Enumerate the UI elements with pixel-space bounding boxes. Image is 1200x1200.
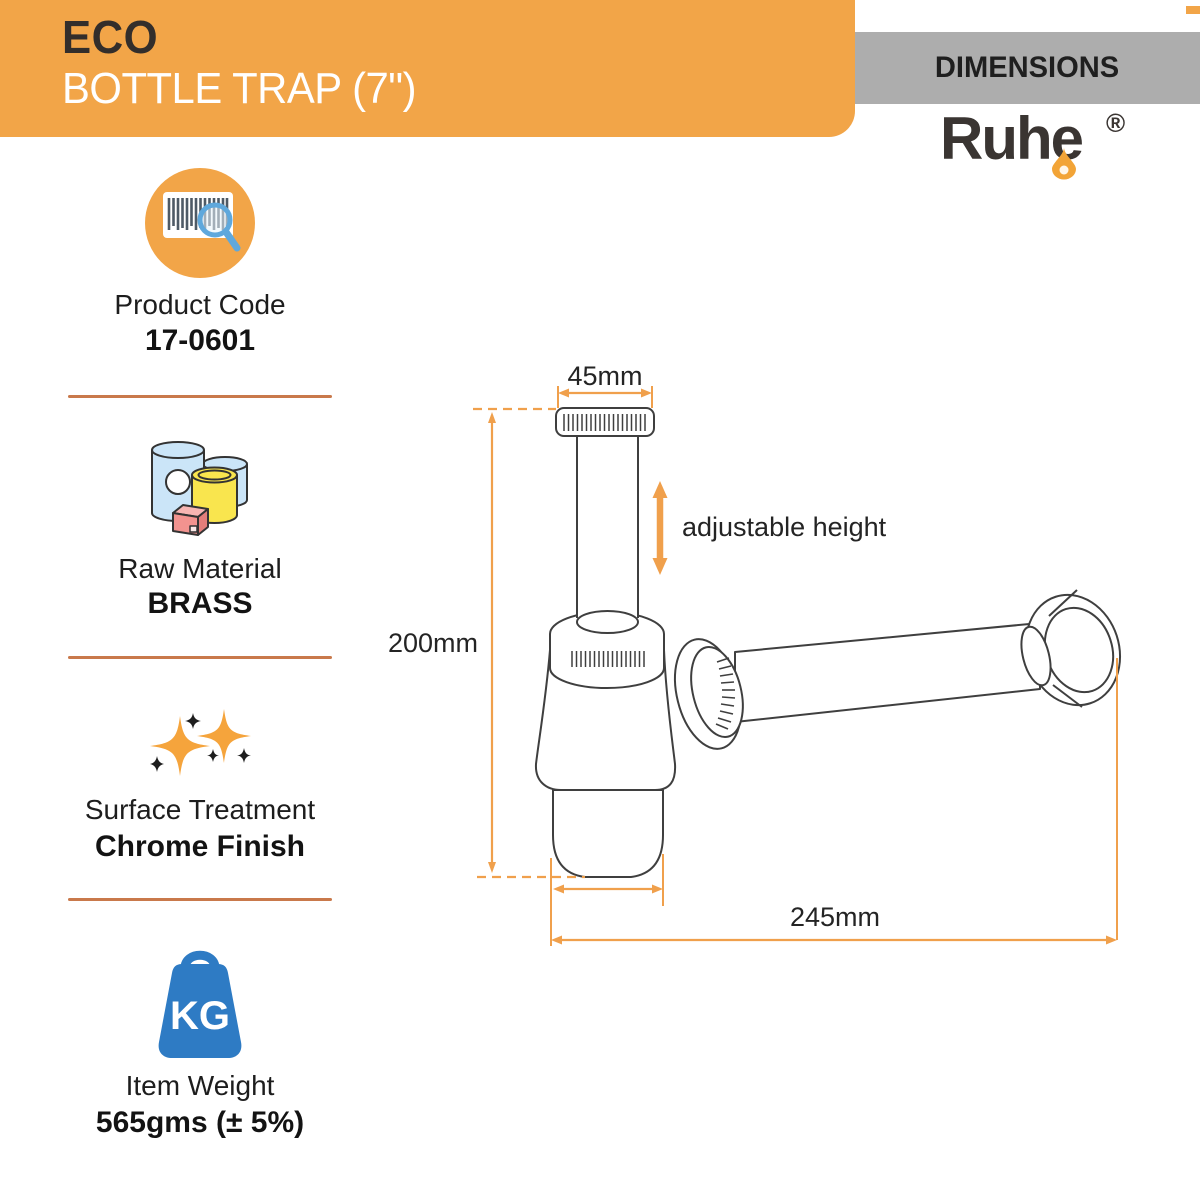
spec-value: Chrome Finish <box>94 830 305 863</box>
header-banner: ECO BOTTLE TRAP (7") <box>0 0 855 137</box>
spec-value: 565gms (± 5%) <box>95 1106 305 1139</box>
spec-label: Item Weight <box>125 1070 275 1101</box>
dimensions-banner: DIMENSIONS <box>855 32 1200 104</box>
dim-adjustable-height: adjustable height <box>682 512 887 542</box>
barcode-search-icon <box>145 168 255 283</box>
collar-knurling <box>571 651 645 667</box>
divider <box>68 898 332 901</box>
spec-value: 17-0601 <box>144 324 256 357</box>
nut-knurling <box>715 657 736 730</box>
kg-weight-icon: KG <box>152 944 248 1071</box>
registered-trademark: ® <box>1106 108 1126 138</box>
corner-accent <box>1186 6 1200 14</box>
trap-cup <box>552 789 664 878</box>
dim-height: 200mm <box>388 628 478 658</box>
inlet-pipe <box>577 436 638 621</box>
outlet-pipe <box>734 622 1041 723</box>
sparkles-icon <box>145 703 255 786</box>
spec-label: Product Code <box>114 289 286 320</box>
product-series: ECO <box>62 11 159 63</box>
divider <box>68 395 332 398</box>
spec-label: Raw Material <box>118 553 282 584</box>
spec-value: BRASS <box>147 587 253 620</box>
dim-length: 245mm <box>790 902 880 932</box>
brand-logo: Ruhe ® <box>940 104 1180 184</box>
divider <box>68 656 332 659</box>
dimension-arrowheads <box>488 388 1117 945</box>
spec-label: Surface Treatment <box>84 794 316 825</box>
dimensions-title: DIMENSIONS <box>935 51 1120 84</box>
raw-material-icon <box>145 435 255 545</box>
water-drop-icon <box>1052 148 1076 180</box>
dimension-lines <box>473 386 1118 946</box>
flange-knurling <box>563 414 646 431</box>
dim-top-width: 45mm <box>567 361 642 391</box>
kg-label: KG <box>170 994 230 1038</box>
technical-drawing: 45mm adjustable height 200mm 245mm <box>380 340 1200 1000</box>
product-name: BOTTLE TRAP (7") <box>62 64 417 113</box>
